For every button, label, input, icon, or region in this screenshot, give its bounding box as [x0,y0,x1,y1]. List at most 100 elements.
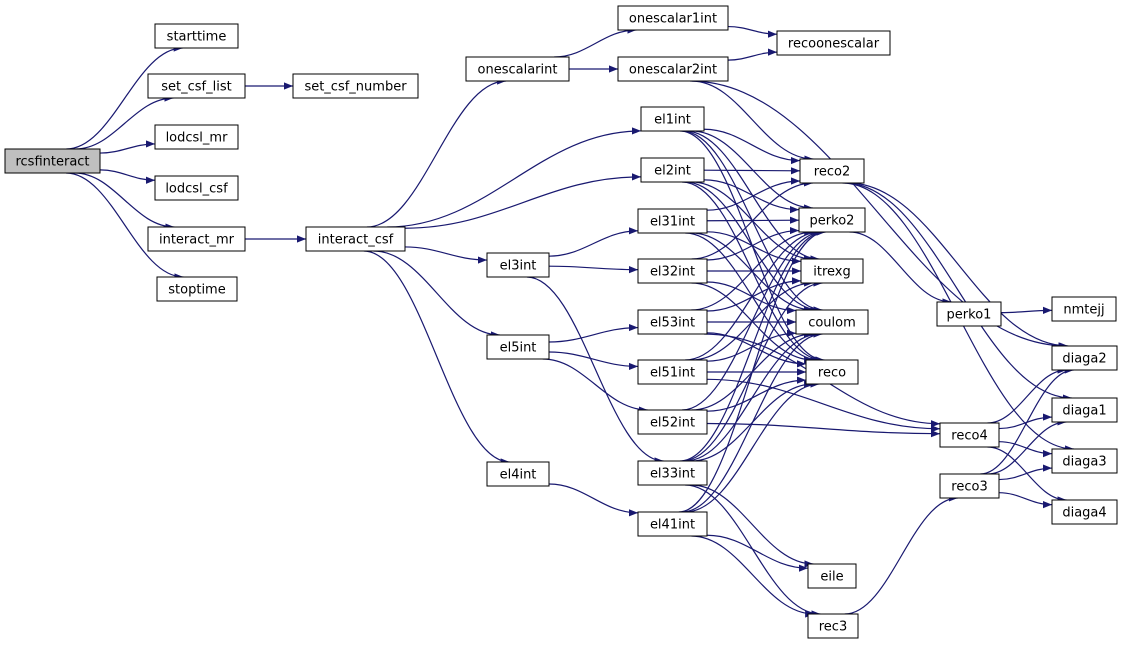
edge-el32int-to-perko2 [706,226,800,261]
node-reco3[interactable]: reco3 [939,473,1000,499]
node-stoptime[interactable]: stoptime [156,276,238,302]
node-box [637,359,708,385]
node-label: rec3 [819,620,847,635]
node-rcsfinteract[interactable]: rcsfinteract [4,148,101,174]
node-interact-mr[interactable]: interact_mr [147,226,246,252]
edge-rcsfinteract-to-interact_mr [74,172,175,231]
edge-perko1-to-nmtejj [1000,306,1053,314]
edge-onescalar1int-to-recoonescalar [727,25,778,38]
edge-el33int-to-perko2 [680,228,825,462]
node-box [292,73,419,99]
node-starttime[interactable]: starttime [154,23,239,49]
node-interact-csf[interactable]: interact_csf [305,226,406,252]
edge-el51int-to-perko2 [685,228,820,361]
node-box [617,56,729,82]
node-box [637,511,708,537]
edge-el41int-to-reco [685,380,820,513]
node-itrexg[interactable]: itrexg [800,258,864,284]
edge-el2int-to-reco2 [703,167,801,175]
node-lodcsl-csf[interactable]: lodcsl_csf [154,175,239,201]
edge-interact_csf-to-el5int [373,250,500,339]
node-box [776,30,891,56]
node-box [805,359,859,385]
node-box [798,207,866,233]
node-recoonescalar[interactable]: recoonescalar [776,30,891,56]
node-diaga2[interactable]: diaga2 [1051,345,1118,371]
node-box [154,124,239,150]
node-lodcsl-mr[interactable]: lodcsl_mr [154,124,239,150]
node-coulom[interactable]: coulom [795,309,869,335]
edge-el3int-to-el31int [548,227,639,257]
node-box [936,301,1002,327]
edge-el52int-to-reco [706,376,807,412]
edge-el33int-to-coulom [685,330,820,462]
node-label: recoonescalar [788,37,880,52]
node-diaga4[interactable]: diaga4 [1051,499,1118,525]
edge-rcsfinteract-to-stoptime [66,172,184,281]
node-label: perko1 [947,308,992,323]
edge-el53int-to-itrexg [706,277,802,312]
node-box [4,148,101,174]
node-set-csf-number[interactable]: set_csf_number [292,73,419,99]
node-label: el1int [654,113,691,128]
node-el31int[interactable]: el31int [637,208,708,234]
node-label: lodcsl_mr [166,131,229,146]
edge-onescalar2int-to-recoonescalar [727,48,778,61]
edge-el4int-to-el41int [548,483,639,517]
edge-el41int-to-rec3 [691,535,815,618]
node-box [795,309,869,335]
node-label: reco [818,366,846,381]
node-label: starttime [167,30,227,45]
node-box [939,473,1000,499]
node-box [486,334,550,360]
node-el41int[interactable]: el41int [637,511,708,537]
edges-layer [66,25,1075,618]
node-reco[interactable]: reco [805,359,859,385]
node-el1int[interactable]: el1int [640,106,705,132]
node-nmtejj[interactable]: nmtejj [1051,296,1117,322]
node-label: el41int [650,518,695,533]
node-label: el33int [650,467,695,482]
node-reco2[interactable]: reco2 [799,158,865,184]
node-label: itrexg [813,265,850,280]
node-perko2[interactable]: perko2 [798,207,866,233]
node-el51int[interactable]: el51int [637,359,708,385]
node-onescalar2int[interactable]: onescalar2int [617,56,729,82]
node-el53int[interactable]: el53int [637,309,708,335]
node-label: el5int [500,341,537,356]
node-box [939,422,1000,448]
node-label: stoptime [168,283,225,298]
node-box [154,23,239,49]
node-diaga3[interactable]: diaga3 [1051,448,1118,474]
node-el4int[interactable]: el4int [486,461,550,487]
node-onescalar1int[interactable]: onescalar1int [617,5,729,31]
node-box [1051,296,1117,322]
edge-el52int-to-reco4 [706,422,941,438]
node-el2int[interactable]: el2int [640,157,705,183]
edge-el3int-to-el32int [548,265,639,274]
node-box [800,258,864,284]
node-el52int[interactable]: el52int [637,409,708,435]
node-reco4[interactable]: reco4 [939,422,1000,448]
node-label: set_csf_list [161,80,231,95]
node-box [799,158,865,184]
node-label: el32int [650,265,695,280]
node-el5int[interactable]: el5int [486,334,550,360]
node-el33int[interactable]: el33int [637,460,708,486]
node-label: el4int [500,468,537,483]
node-el3int[interactable]: el3int [486,252,550,278]
node-el32int[interactable]: el32int [637,258,708,284]
node-label: onescalar1int [629,12,717,27]
node-eile[interactable]: eile [807,563,857,589]
edge-reco3-to-diaga3 [998,464,1053,481]
node-rec3[interactable]: rec3 [807,613,859,639]
node-diaga1[interactable]: diaga1 [1051,397,1118,423]
node-perko1[interactable]: perko1 [936,301,1002,327]
node-set-csf-list[interactable]: set_csf_list [147,73,246,99]
edge-el53int-to-reco [706,332,807,368]
node-label: rcsfinteract [15,155,89,170]
node-onescalarint[interactable]: onescalarint [465,56,570,82]
edge-onescalar2int-to-diaga2 [690,80,1068,350]
edge-reco4-to-diaga3 [998,441,1053,458]
node-label: reco2 [814,165,850,180]
